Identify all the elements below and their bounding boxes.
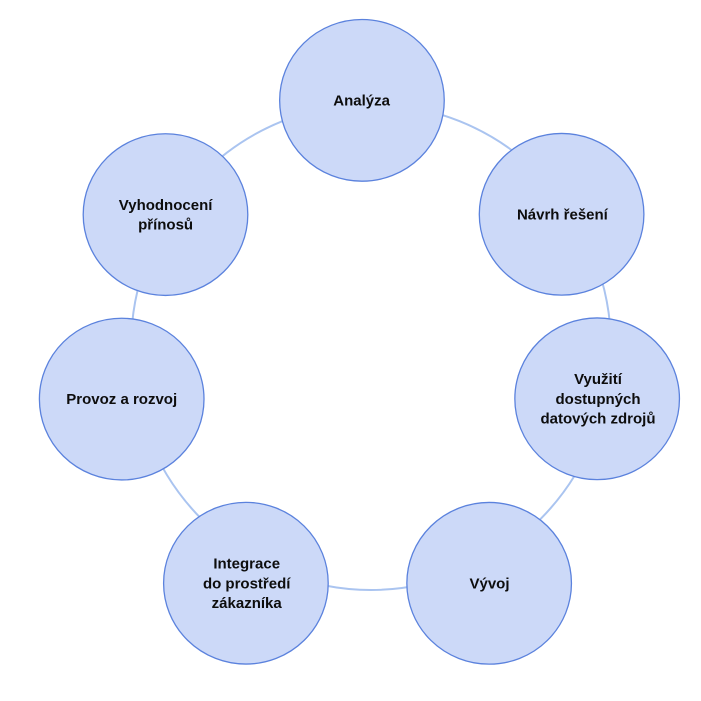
svg-text:do prostředí: do prostředí xyxy=(203,575,291,592)
svg-text:zákazníka: zákazníka xyxy=(212,595,283,612)
svg-text:Návrh řešení: Návrh řešení xyxy=(517,206,609,223)
svg-text:dostupných: dostupných xyxy=(556,391,641,408)
svg-text:Vývoj: Vývoj xyxy=(469,575,509,592)
svg-text:Provoz a rozvoj: Provoz a rozvoj xyxy=(66,391,177,408)
svg-text:Vyhodnocení: Vyhodnocení xyxy=(119,197,213,214)
svg-text:přínosů: přínosů xyxy=(138,217,193,234)
svg-text:datových zdrojů: datových zdrojů xyxy=(540,411,655,428)
svg-text:Integrace: Integrace xyxy=(213,556,280,573)
svg-text:Využití: Využití xyxy=(574,371,623,388)
svg-text:Analýza: Analýza xyxy=(333,93,390,110)
